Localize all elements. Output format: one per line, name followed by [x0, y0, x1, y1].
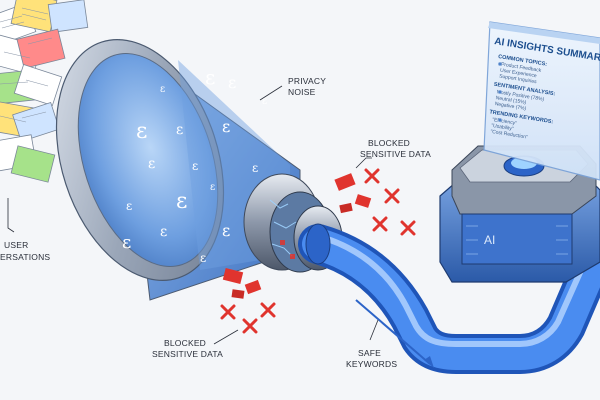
noise-symbol: ε: [176, 189, 187, 214]
blocked-bottom-label-line2: SENSITIVE DATA: [152, 349, 223, 359]
flow-arrow-icon: [424, 356, 434, 368]
panel-section-item: "Cost Reduction": [490, 129, 528, 141]
panel-section-item: "Efficiency": [492, 117, 518, 127]
ai-insights-summary-panel: AI INSIGHTS SUMMARY COMMON TOPICS: Produ…: [483, 21, 600, 181]
noise-symbol: ε: [176, 122, 183, 138]
blocked-top-label-line1: BLOCKED: [368, 138, 410, 148]
blocked-bottom-leader: [213, 329, 239, 345]
noise-symbol: ε: [228, 73, 236, 92]
blocked-bottom-label-line1: BLOCKED: [164, 338, 206, 348]
privacy-noise-label-line2: NOISE: [288, 87, 316, 97]
blocked-x-icon: [220, 302, 276, 334]
panel-section-item: Negative (7%): [494, 101, 527, 112]
noise-symbol: ε: [148, 156, 155, 172]
noise-symbol: ε: [136, 119, 147, 144]
noise-symbol: ε: [262, 96, 267, 107]
noise-symbol: ε: [200, 251, 206, 265]
noise-symbol: ε: [192, 159, 198, 173]
user-conversations-label-line1: USER: [4, 240, 28, 250]
noise-symbol: ε: [160, 224, 167, 240]
safe-keywords-label-line1: SAFE: [358, 348, 381, 358]
noise-symbol: ε: [126, 199, 132, 213]
privacy-noise-leader: [259, 85, 283, 101]
noise-symbol: ε: [205, 65, 215, 89]
noise-symbol: ε: [252, 161, 258, 175]
blocked-x-icon: [364, 168, 416, 236]
noise-symbol: ε: [210, 182, 215, 193]
panel-section-item: User Experience: [500, 68, 538, 80]
ai-chip-label: AI: [484, 233, 495, 247]
noise-symbol: ε: [160, 84, 165, 95]
funnel-opening: [77, 53, 219, 267]
noise-symbol: ε: [122, 232, 131, 253]
panel-section-item: "Usability": [491, 123, 514, 132]
user-conversations-label-line2: ERSATIONS: [0, 252, 50, 262]
user-conversations-leader: [7, 198, 15, 233]
blocked-data-bottom: [220, 268, 276, 334]
panel-section-item: Neutral (15%): [495, 95, 527, 106]
privacy-noise-symbols: ε ε ε ε ε ε ε ε ε ε ε ε ε ε ε ε ε: [122, 65, 267, 265]
safe-keywords-leader: [369, 319, 379, 341]
blocked-top-label-line2: SENSITIVE DATA: [360, 149, 431, 159]
safe-keywords-label-line2: KEYWORDS: [346, 359, 397, 369]
noise-symbol: ε: [222, 221, 230, 240]
blocked-data-top: [334, 168, 416, 236]
user-conversation-papers: [0, 0, 89, 183]
privacy-noise-label-line1: PRIVACY: [288, 76, 326, 86]
blocked-top-leader: [355, 157, 372, 169]
privacy-funnel: [55, 38, 343, 301]
noise-symbol: ε: [222, 117, 230, 136]
panel-section-item: Support Inquiries: [499, 73, 538, 85]
safe-keyword-pipe: [298, 223, 600, 374]
